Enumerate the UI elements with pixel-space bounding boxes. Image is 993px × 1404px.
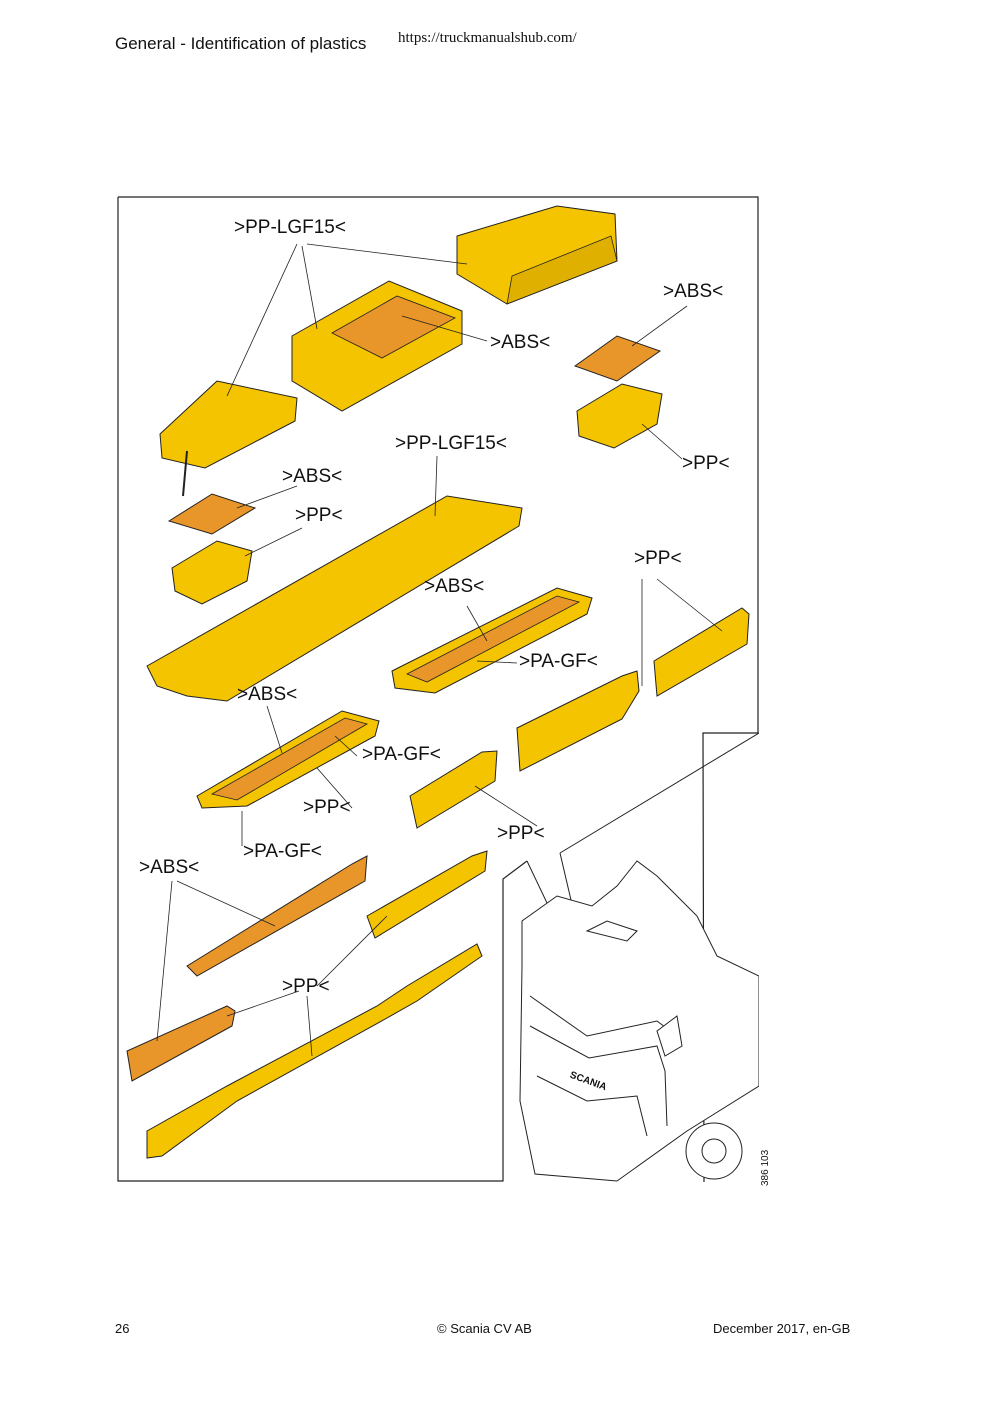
exploded-parts-figure: >PP-LGF15< >ABS< >ABS< >PP-LGF15< >PP< >…	[117, 196, 771, 1186]
label-pp-lower-right: >PP<	[497, 823, 545, 844]
inset-pointer-top	[559, 732, 759, 854]
label-pp-left: >PP<	[295, 505, 343, 526]
part-top-housing	[456, 205, 618, 305]
publication-date: December 2017, en-GB	[713, 1321, 851, 1336]
part-abs-mat-right	[573, 335, 662, 382]
label-abs-bottom: >ABS<	[139, 857, 200, 878]
figure-frame-left	[117, 197, 528, 1182]
label-pp-mid-right: >PP<	[634, 548, 682, 569]
part-pp-panel-right	[653, 607, 750, 697]
label-leaders	[156, 243, 723, 1057]
label-abs-left: >ABS<	[282, 466, 343, 487]
label-abs-center-top: >ABS<	[490, 332, 551, 353]
part-pp-narrow-panel	[366, 850, 488, 939]
part-pp-bottom-trim	[146, 943, 483, 1159]
part-pp-tray-left	[171, 540, 253, 605]
part-center-box	[291, 280, 463, 412]
label-pp-right: >PP<	[682, 453, 730, 474]
page-header-title: General - Identification of plastics	[115, 34, 367, 53]
label-pa-gf-bottom: >PA-GF<	[243, 841, 322, 862]
label-abs-right-top: >ABS<	[663, 281, 724, 302]
label-pa-gf-lower: >PA-GF<	[362, 744, 441, 765]
part-abs-grille	[186, 855, 368, 977]
label-abs-lower: >ABS<	[237, 684, 298, 705]
figure-id: 386 103	[760, 1149, 771, 1186]
page-header-url[interactable]: https://truckmanualshub.com/	[398, 30, 577, 46]
label-pp-lgf15-top: >PP-LGF15<	[234, 217, 346, 238]
page-number: 26	[115, 1321, 130, 1336]
truck-inset	[519, 860, 759, 1182]
copyright: © Scania CV AB	[437, 1321, 532, 1336]
part-abs-shelf-lower	[196, 710, 380, 809]
part-abs-small-bottom	[126, 1005, 236, 1082]
label-pa-gf-mid: >PA-GF<	[519, 651, 598, 672]
part-abs-shelf-mid	[391, 587, 593, 694]
part-left-bracket	[159, 380, 298, 497]
label-abs-mid: >ABS<	[424, 576, 485, 597]
label-pp-lgf15-mid: >PP-LGF15<	[395, 433, 507, 454]
label-pp-lower: >PP<	[303, 797, 351, 818]
part-long-dash-panel	[146, 495, 523, 702]
part-pp-panel-lower	[409, 750, 498, 829]
label-pp-bottom: >PP<	[282, 976, 330, 997]
figure-frame-right	[118, 196, 759, 1182]
part-pp-tray-right	[576, 383, 663, 449]
part-pp-panel-center	[516, 670, 640, 772]
part-abs-mat-left	[167, 493, 257, 535]
figure-drawing	[117, 196, 759, 1182]
